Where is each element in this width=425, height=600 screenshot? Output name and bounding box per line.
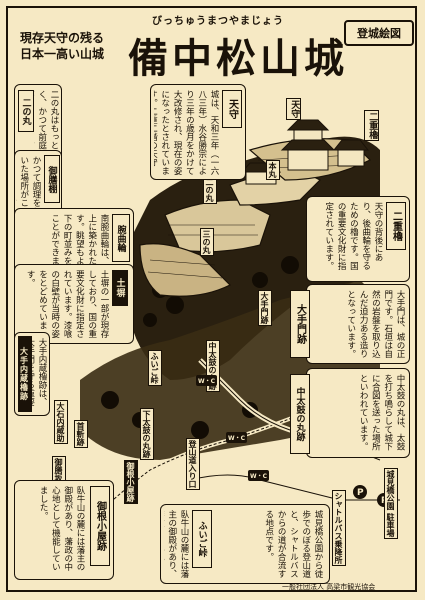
map-label-shuttle: シャトルバス乗降所 bbox=[332, 490, 346, 566]
map-label-tenshu: 天守 bbox=[286, 98, 302, 120]
tagline: 現存天守の残る 日本一高い山城 bbox=[20, 30, 104, 62]
map-label-fuigo: ふいご峠 bbox=[148, 350, 162, 386]
panel-nakataiko-text: 中太鼓の丸は、太鼓を打ち鳴らして城下に合図を送った場所といわれています。 bbox=[358, 374, 405, 451]
panel-tenshu-text: 城は、天和三年（一六八三年）水谷勝宗により三年の歳月をかけて大改修され、現在の姿… bbox=[154, 90, 219, 175]
page-title: 備中松山城 bbox=[128, 35, 348, 82]
map-label-honmaru: 本丸 bbox=[266, 160, 280, 180]
panel-tenshu-title: 天守 bbox=[222, 90, 242, 128]
map-label-sannomaru: 三の丸 bbox=[200, 228, 214, 256]
panel-fuigo-title: ふいご峠 bbox=[192, 510, 212, 568]
page-frame bbox=[6, 6, 417, 592]
svg-text:P: P bbox=[357, 488, 364, 498]
map-label-gokoya: 御根小屋跡 bbox=[124, 460, 138, 504]
map-label-parking: 城見橋公園 駐車場 bbox=[384, 468, 398, 539]
map-label-otemon: 大手門跡 bbox=[258, 290, 272, 326]
panel-otemon bbox=[306, 284, 410, 364]
panel-kuruwa-text: 南腕曲輪は、岩肌の上に築かれた曲輪です。眺望もよく、城下の町並みを見渡すことがで… bbox=[49, 214, 109, 291]
panel-gozen-title: 御膳棚 bbox=[44, 155, 60, 203]
map-label-nakamon: 大石内蔵助 bbox=[54, 400, 68, 444]
panel-nijuyagura-title: 二重櫓 bbox=[386, 202, 406, 250]
badge: 登城絵図 bbox=[344, 20, 414, 46]
panel-ninomaru-text: 二の丸はもっとも広く、かつて前庭や御殿がありました。天守や二重櫓を見るとしたら一… bbox=[34, 90, 59, 175]
panel-nakataiko bbox=[306, 368, 410, 458]
panel-oteuchi-text: 大手内蔵櫓跡は、大手門を守る重要な櫓があった場所です。 bbox=[32, 338, 47, 406]
map-label-trailhead: 登山道入り口 bbox=[186, 438, 200, 490]
panel-ninomaru-title: 二の丸 bbox=[18, 90, 34, 132]
panel-otemon-title: 大手門跡 bbox=[290, 290, 310, 358]
panel-fuigo-text-left: 臥牛山の麓には藩主の御殿があり、藩政の中心地として機能していました。 bbox=[164, 510, 189, 578]
map-label-nijuyagura: 二重櫓 bbox=[364, 110, 380, 141]
wc-icon: W・C bbox=[226, 432, 248, 443]
panel-gokoya-title: 御根小屋跡 bbox=[90, 486, 110, 566]
map-label-ninomaru: 二の丸 bbox=[203, 176, 217, 204]
wc-icon: W・C bbox=[196, 375, 218, 386]
tagline-line1: 現存天守の残る bbox=[20, 31, 105, 45]
panel-otemon-text: 大手門は、城の正門です。石垣は自然の岩盤を取り込んだ迫力ある造りとなっています。 bbox=[345, 290, 405, 358]
panel-gozen-text: かつて調理をしていた場所がここにありました。 bbox=[16, 156, 41, 224]
wc-icon: W・C bbox=[248, 470, 270, 481]
panel-nijuyagura-text: 天守の背後にあり、後曲輪を守るための櫓です。国の重要文化財に指定されています。 bbox=[323, 202, 383, 270]
panel-dorui-title: 土塀 bbox=[112, 270, 128, 306]
title-ruby: びっちゅうまつやまじょう bbox=[152, 16, 284, 27]
panel-dorui-text: 土塀の一部が現存しており、国の重要文化財に指定されています。漆喰の白壁が当時の姿… bbox=[25, 270, 109, 338]
map-label-shimotaiko: 下太鼓の丸跡 bbox=[140, 408, 154, 460]
panel-gokoya-text: 臥牛山の麓には藩主の御殿があり、藩政の中心地として機能していました。 bbox=[38, 486, 85, 571]
tagline-line2: 日本一高い山城 bbox=[20, 47, 105, 62]
panel-oteuchi-title: 大手内蔵櫓跡 bbox=[18, 336, 32, 412]
publisher: 一般社団法人 高梁市観光協会 bbox=[282, 583, 376, 591]
map-label-kubikiri: 首斬跡 bbox=[74, 420, 88, 448]
panel-nakataiko-title: 中太鼓の丸跡 bbox=[290, 374, 310, 454]
castle-keep bbox=[240, 119, 370, 185]
panel-fuigo bbox=[160, 504, 330, 584]
panel-fuigo-text: 城見橋公園から徒歩でのぼる登山道と、シャトルバスからの道が合流する地点です。 bbox=[263, 510, 323, 578]
panel-kuruwa-title: 腕曲輪 bbox=[112, 214, 130, 262]
